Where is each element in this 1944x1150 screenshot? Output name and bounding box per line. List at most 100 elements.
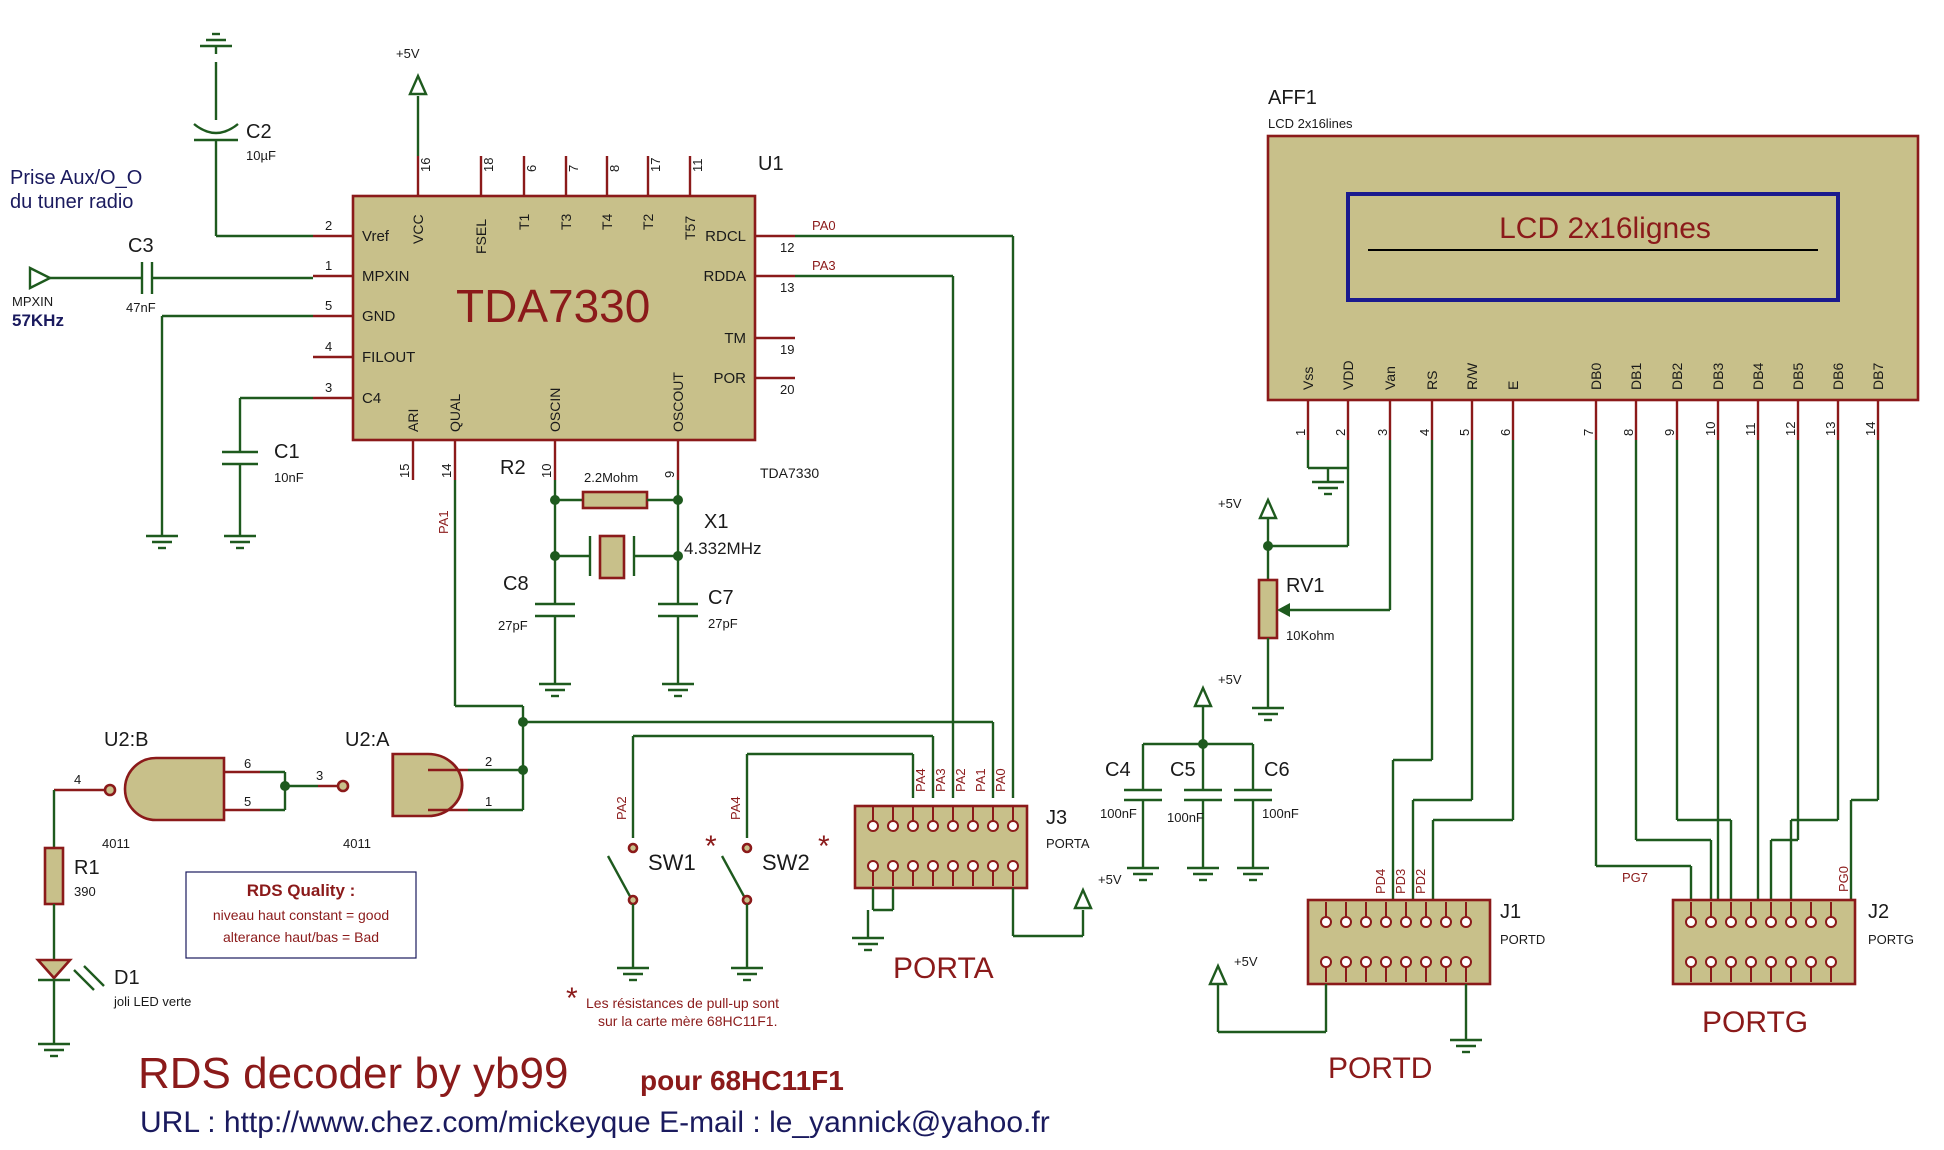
header-pin xyxy=(1440,916,1452,928)
u2b-pin: 4 xyxy=(74,772,81,787)
u1-right-pin-name: POR xyxy=(713,370,746,387)
header-pin xyxy=(1360,956,1372,968)
c7-ref: C7 xyxy=(708,587,734,609)
j2-connector: J2 PORTG PORTG xyxy=(1671,898,1914,1039)
input-note-line1: Prise Aux/O_O xyxy=(10,167,142,189)
u1-top-pin-name: T2 xyxy=(640,213,656,230)
header-pin xyxy=(1745,956,1757,968)
j3-ref: J3 xyxy=(1046,807,1067,829)
header-pin xyxy=(1745,916,1757,928)
header-pin xyxy=(1420,956,1432,968)
net-pa4: PA4 xyxy=(728,796,743,820)
lcd-pin-name: DB1 xyxy=(1628,363,1644,390)
lcd-pin-name: DB6 xyxy=(1830,363,1846,390)
u2a-pin: 3 xyxy=(316,768,323,783)
c4-ref: C4 xyxy=(1105,759,1131,781)
u1-top-pin-name: T57 xyxy=(682,216,698,240)
j3-net: PA1 xyxy=(973,768,988,792)
net-pa0: PA0 xyxy=(812,218,836,233)
j1-label: PORTD xyxy=(1328,1052,1432,1085)
net-pg7: PG7 xyxy=(1622,870,1648,885)
u1-right-pin-num: 13 xyxy=(780,280,794,295)
header-pin xyxy=(1785,956,1797,968)
header-pin xyxy=(1440,956,1452,968)
u1-bottom-pin-num: 15 xyxy=(397,464,412,478)
sw1-ref: SW1 xyxy=(648,850,696,875)
u1-top-pin-num: 17 xyxy=(648,158,663,172)
c3-ref: C3 xyxy=(128,235,154,257)
header-pin xyxy=(1825,916,1837,928)
c8-value: 27pF xyxy=(498,618,528,633)
j3-net: PA4 xyxy=(913,768,928,792)
lcd-pin-name: E xyxy=(1505,381,1521,390)
lcd-module: LCD 2x16lignes AFF1 LCD 2x16lines Vss1VD… xyxy=(1266,87,1920,440)
u2a-ref: U2:A xyxy=(345,729,390,751)
u1-left-pin-name: GND xyxy=(362,308,396,325)
header-pin xyxy=(1805,956,1817,968)
lcd-vcc-label: +5V xyxy=(1218,496,1242,511)
title-suffix: pour 68HC11F1 xyxy=(640,1065,844,1096)
j2-value: PORTG xyxy=(1868,932,1914,947)
title-block: RDS decoder by yb99 pour 68HC11F1 URL : … xyxy=(138,1049,1050,1139)
header-pin xyxy=(887,820,899,832)
net-pa1: PA1 xyxy=(436,510,451,534)
c7-value: 27pF xyxy=(708,616,738,631)
header-pin xyxy=(1420,916,1432,928)
header-pin xyxy=(907,860,919,872)
j2-label: PORTG xyxy=(1702,1006,1808,1039)
header-pin xyxy=(1725,916,1737,928)
header-pin xyxy=(967,860,979,872)
u1-right-pin-name: RDDA xyxy=(703,268,746,285)
u1-top-pin-num: 11 xyxy=(690,159,705,173)
lcd-pin-name: DB4 xyxy=(1750,363,1766,390)
u1-top-pin-name: T1 xyxy=(516,213,532,230)
lcd-ref: AFF1 xyxy=(1268,87,1317,109)
input-block: Prise Aux/O_O du tuner radio MPXIN 57KHz xyxy=(10,167,142,330)
header-pin xyxy=(867,820,879,832)
lcd-pin-num: 12 xyxy=(1783,422,1798,436)
c6-value: 100nF xyxy=(1262,806,1299,821)
lcd-pin-name: Vss xyxy=(1300,367,1316,390)
c2-value: 10µF xyxy=(246,148,276,163)
lcd-pin-num: 8 xyxy=(1621,429,1636,436)
header-pin xyxy=(1685,916,1697,928)
j2-ref: J2 xyxy=(1868,901,1889,923)
u1-bottom-pin-name: ARI xyxy=(405,409,421,432)
r2-value: 2.2Mohm xyxy=(584,470,638,485)
lcd-pin-name: Van xyxy=(1382,366,1398,390)
rds-quality-box: RDS Quality : niveau haut constant = goo… xyxy=(185,871,417,959)
j3-connector: J3 PORTA PORTA PA4 PA3 PA2 PA1 PA0 +5V xyxy=(850,768,1122,985)
j1-value: PORTD xyxy=(1500,932,1545,947)
u1-left-pin-name: FILOUT xyxy=(362,349,415,366)
rds-quality-line2: alterance haut/bas = Bad xyxy=(223,929,379,945)
header-pin xyxy=(1400,916,1412,928)
u1-left-pin-name: Vref xyxy=(362,228,390,245)
header-pin xyxy=(1007,860,1019,872)
rv1-ref: RV1 xyxy=(1286,575,1325,597)
c5-value: 100nF xyxy=(1167,810,1204,825)
u1-right-pin-name: RDCL xyxy=(705,228,746,245)
lcd-pin-name: DB5 xyxy=(1790,363,1806,390)
u1-bottom-pin-name: OSCIN xyxy=(547,388,563,432)
lcd-pin-num: 2 xyxy=(1333,429,1348,436)
r1-ref: R1 xyxy=(74,857,100,879)
c4-value: 100nF xyxy=(1100,806,1137,821)
u1-bottom-pin-num: 14 xyxy=(439,464,454,478)
j3-vcc-label: +5V xyxy=(1098,872,1122,887)
u2b-value: 4011 xyxy=(102,836,130,851)
u2b-ref: U2:B xyxy=(104,729,148,751)
lcd-pins: Vss1VDD2Van3RS4R/W5E6DB07DB18DB29DB310DB… xyxy=(1293,360,1886,440)
lcd-pin-num: 14 xyxy=(1863,422,1878,436)
rv1-value: 10Kohm xyxy=(1286,628,1334,643)
u1-left-pin-num: 3 xyxy=(325,380,332,395)
u1-wiring: +5V C2 10µF C3 47nF C1 10nF PA0 xyxy=(50,32,1015,812)
header-pin xyxy=(1340,956,1352,968)
header-pin xyxy=(1340,916,1352,928)
sw2-star: * xyxy=(818,830,830,863)
u2a-pin: 1 xyxy=(485,794,492,809)
lcd-display-text: LCD 2x16lignes xyxy=(1499,212,1711,245)
note-line2: sur la carte mère 68HC11F1. xyxy=(598,1013,777,1029)
j1-connector: J1 PORTD PORTD PD4 PD3 PD2 +5V xyxy=(1208,869,1545,1085)
rds-quality-title: RDS Quality : xyxy=(247,881,356,900)
input-freq: 57KHz xyxy=(12,311,64,330)
